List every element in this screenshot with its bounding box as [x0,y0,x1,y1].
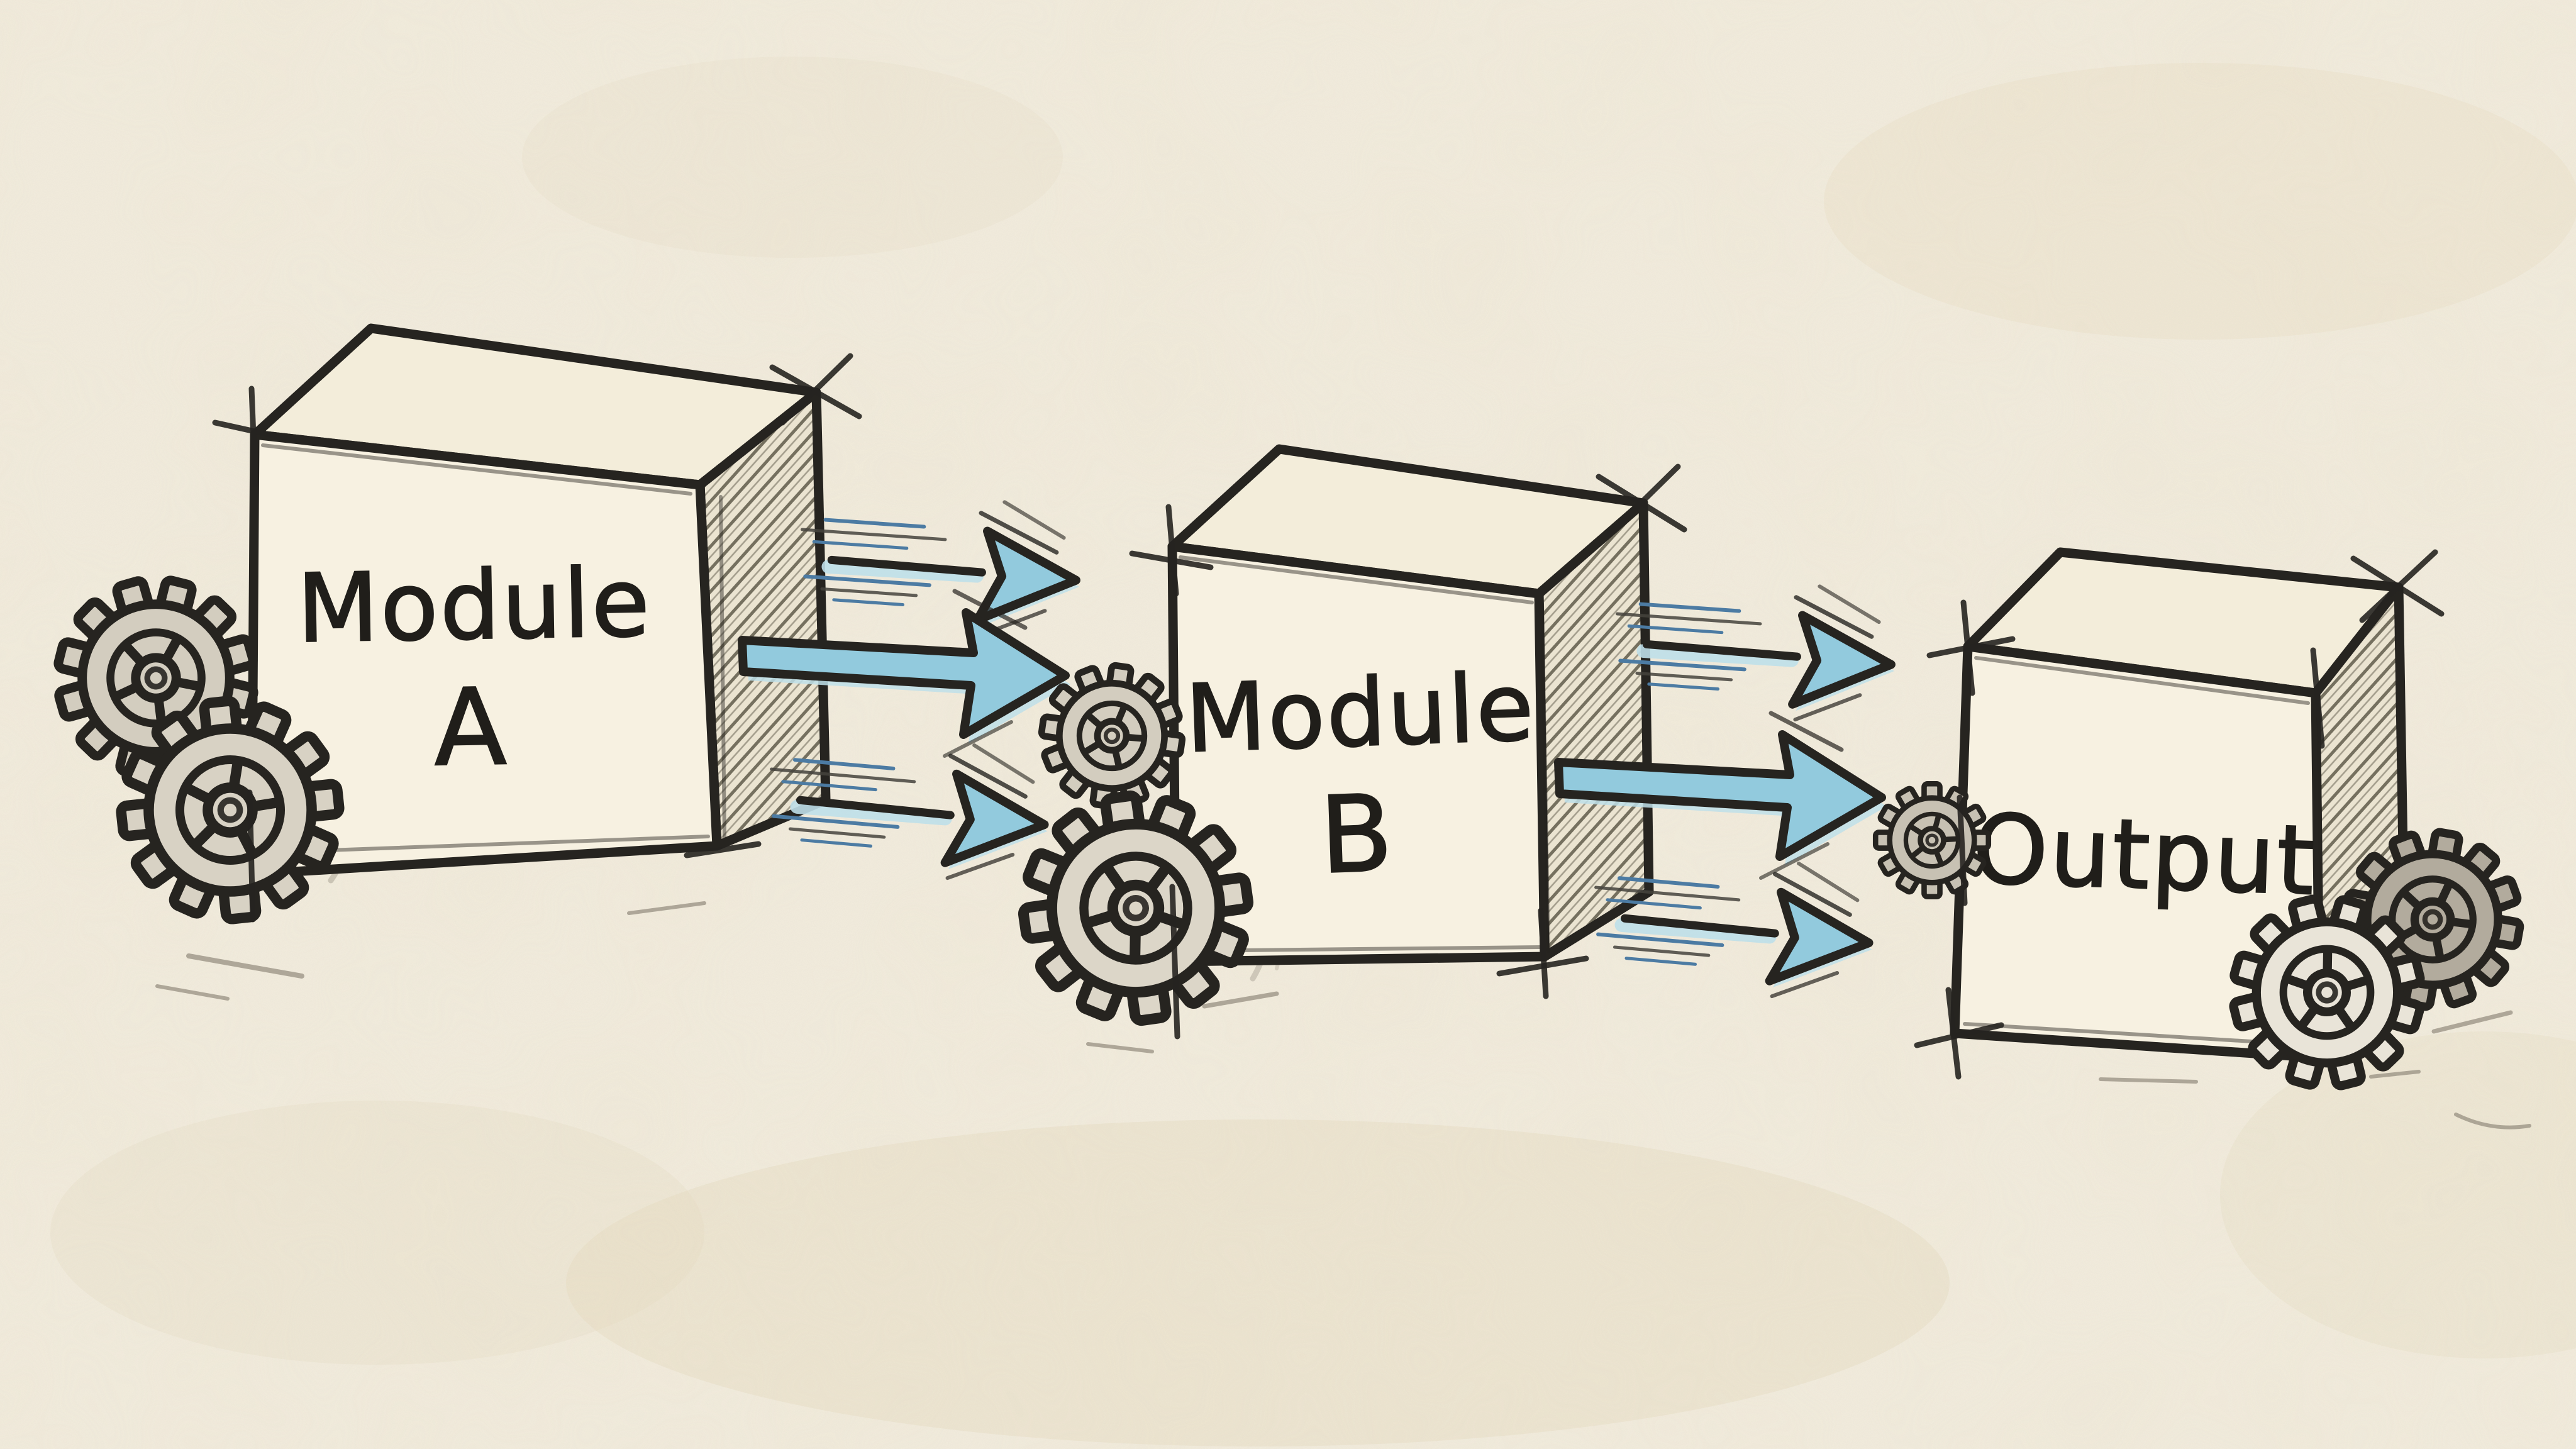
output-label: Output [1971,794,2318,917]
module-a-label-line1: Module [296,548,652,664]
construction-ticks [212,353,2445,1080]
module-b-label-line2: B [1318,772,1396,897]
shadow-dashes [155,901,2531,1130]
node-module-a: Module A [247,323,831,879]
module-b-label-line1: Module [1184,653,1537,773]
module-a-label-line2: A [433,665,509,790]
